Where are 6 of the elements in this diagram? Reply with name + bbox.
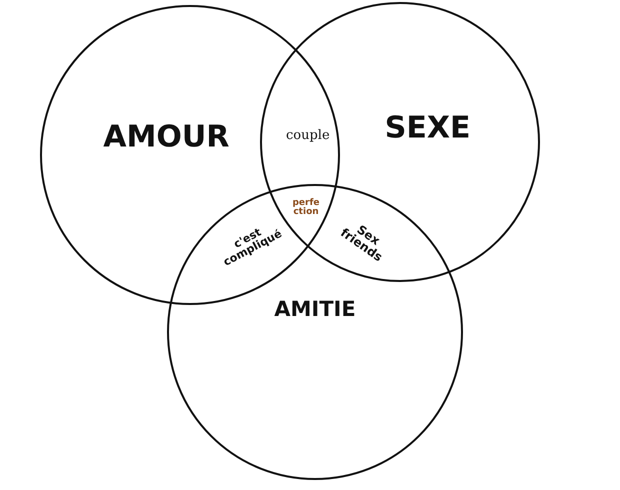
venn-circle (167, 184, 463, 480)
circle-label: AMOUR (103, 120, 230, 155)
circle-label: AMITIE (274, 296, 356, 321)
region-label: perfection (291, 199, 320, 217)
region-label: couple (286, 128, 330, 143)
circle-label: SEXE (384, 110, 470, 146)
